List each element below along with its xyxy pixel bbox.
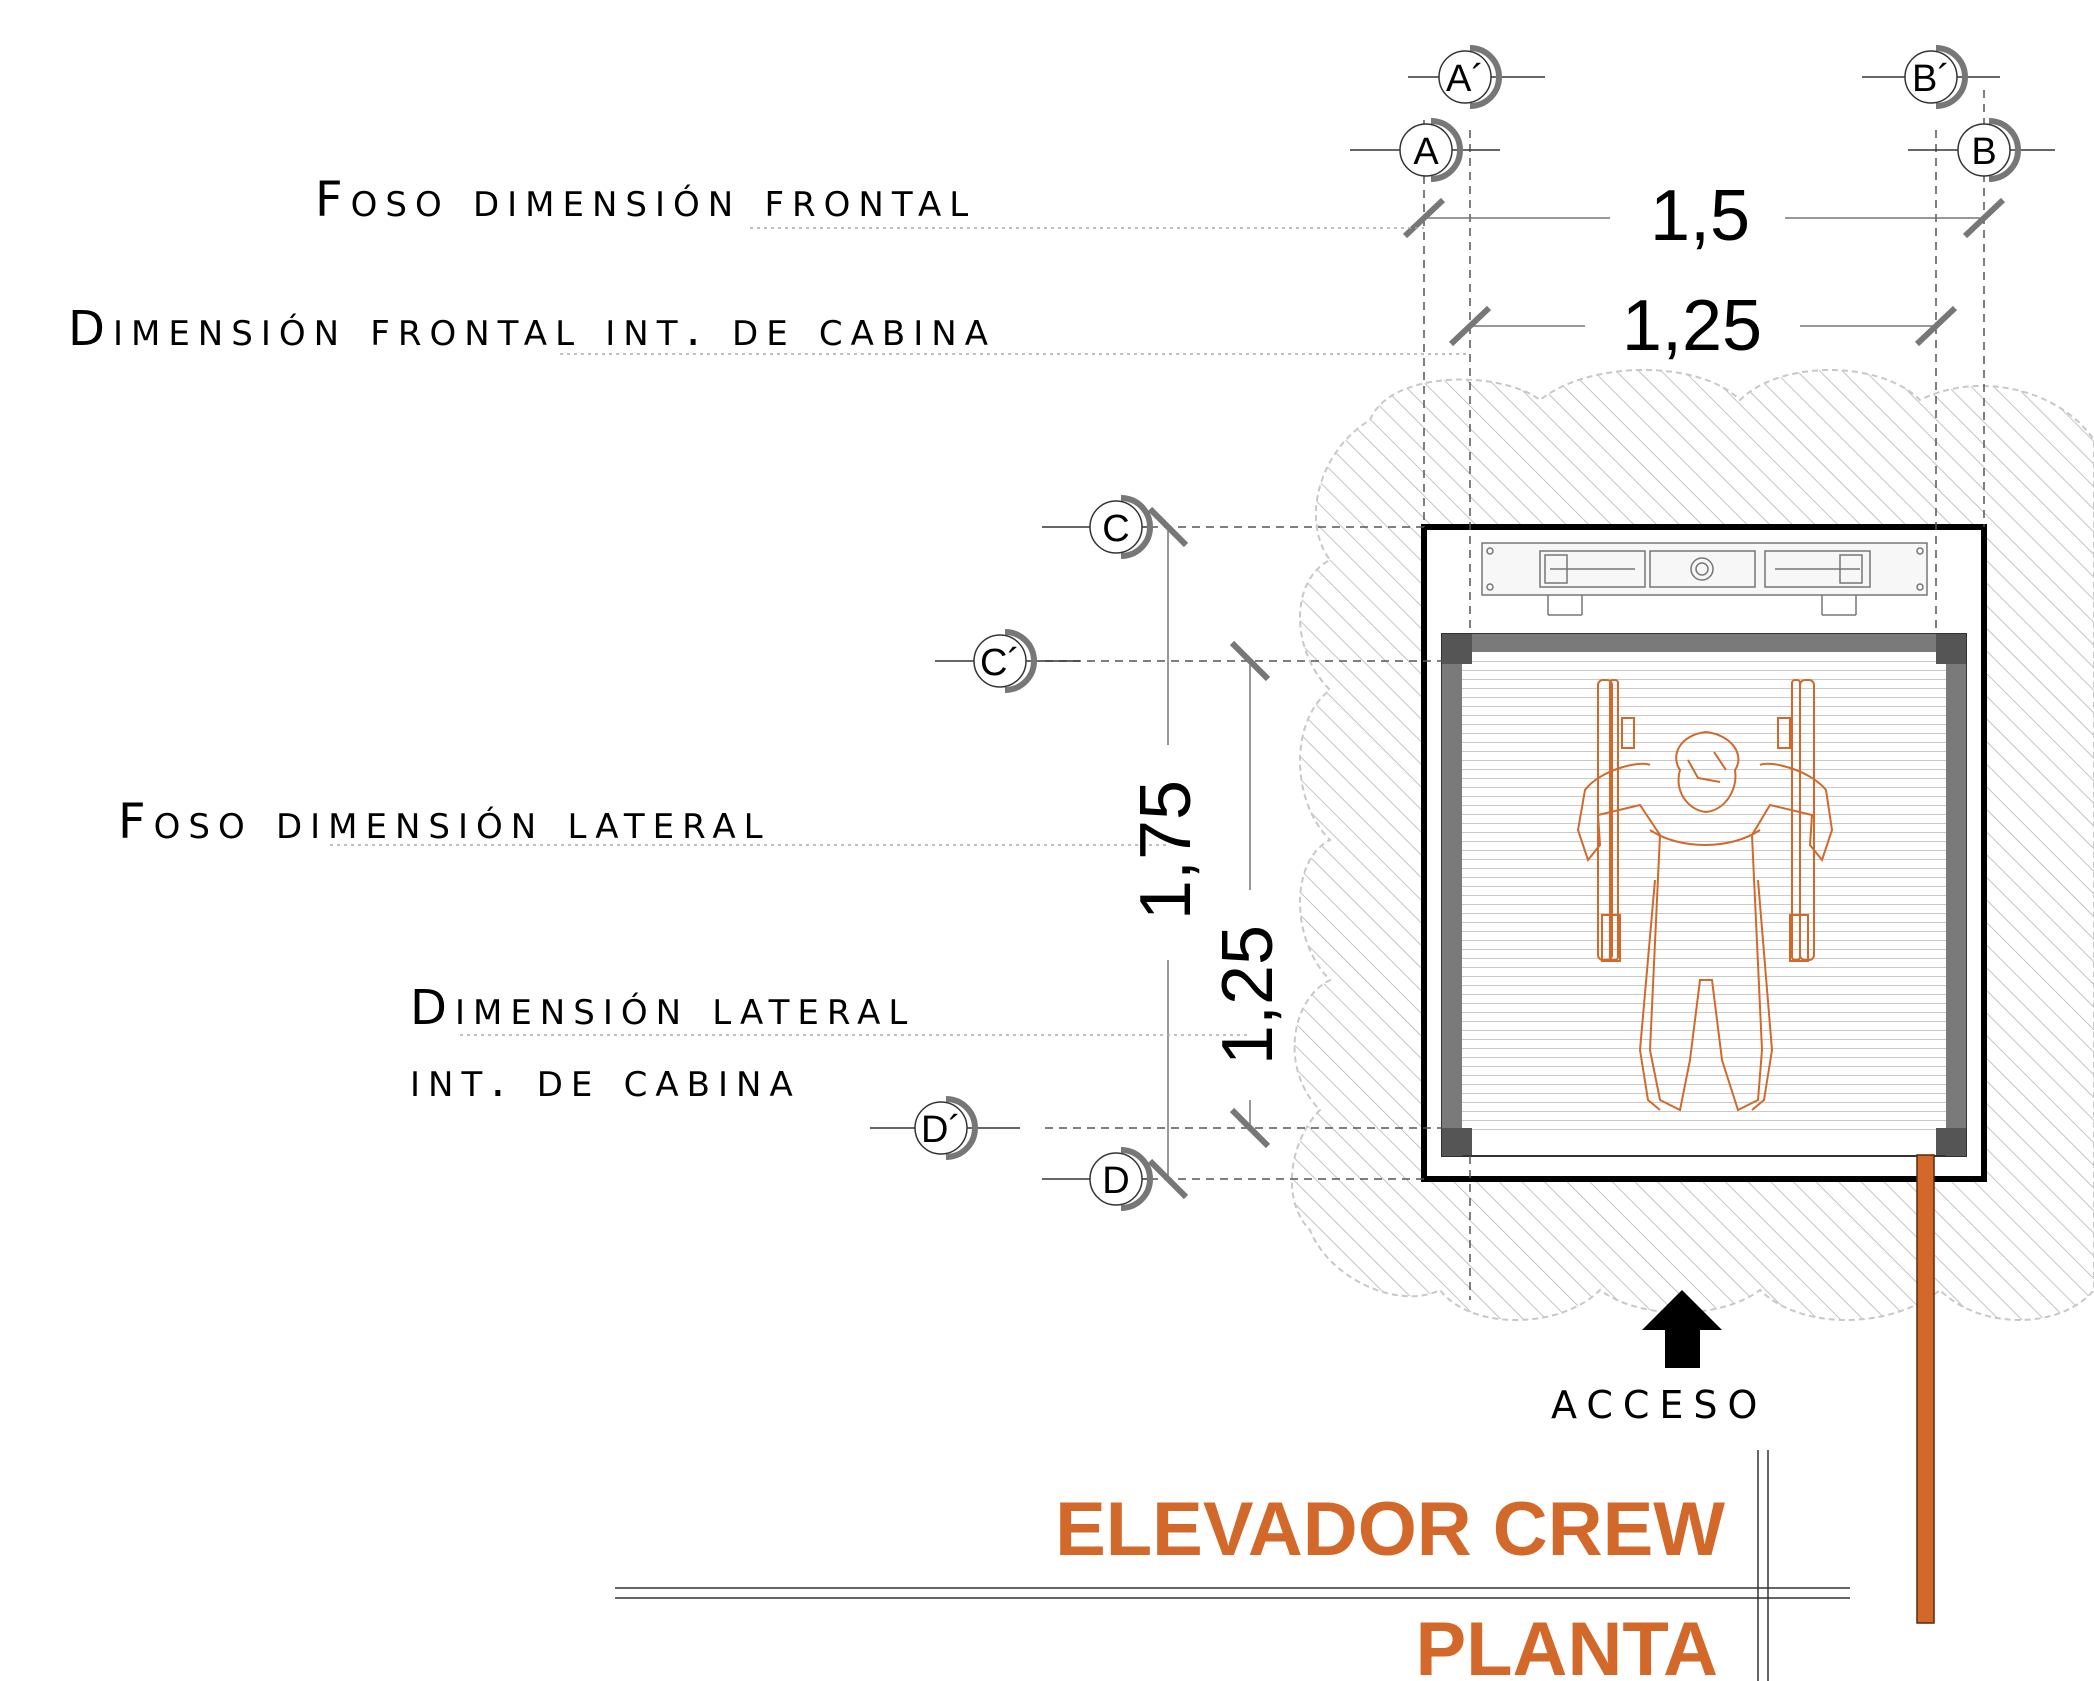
label-cabina-lateral-line2: int. de cabina xyxy=(410,1052,801,1108)
axis-label-b: B xyxy=(1971,131,1996,173)
door-mechanism xyxy=(1481,542,1928,616)
dimension-foso-lateral: 1,75 xyxy=(1126,780,1206,920)
title-planta: PLANTA xyxy=(1415,1607,1718,1681)
axis-marker-b-prime: B´ xyxy=(1862,45,2000,109)
leader-lines xyxy=(330,227,1470,1036)
axis-label-b-prime: B´ xyxy=(1912,58,1950,100)
wheelchair-user-figure xyxy=(1576,679,1834,1112)
axis-marker-c-prime: C´ xyxy=(935,629,1080,693)
axis-label-d: D xyxy=(1102,1160,1129,1202)
label-cabina-frontal: Dimensión frontal int. de cabina xyxy=(68,301,996,357)
title-separator xyxy=(615,1450,1850,1681)
axis-label-c: C xyxy=(1102,508,1129,550)
axis-label-a-prime: A´ xyxy=(1446,58,1484,100)
dimension-cabina-lateral: 1,25 xyxy=(1208,925,1288,1065)
axis-marker-a: A xyxy=(1350,118,1500,182)
axis-marker-d: D xyxy=(1042,1147,1153,1211)
door-bar xyxy=(1916,1154,1935,1624)
axis-marker-c: C xyxy=(1042,495,1153,559)
label-foso-lateral: Foso dimensión lateral xyxy=(118,794,771,850)
axis-label-c-prime: C´ xyxy=(980,642,1020,684)
access-arrow-icon xyxy=(1642,1290,1722,1368)
label-cabina-lateral-line1: Dimensión lateral xyxy=(410,980,915,1036)
dimension-ticks xyxy=(1147,197,2006,1200)
cabin-wall-top xyxy=(1442,634,1966,652)
label-foso-frontal: Foso dimensión frontal xyxy=(315,172,976,228)
axis-label-a: A xyxy=(1413,131,1439,173)
cabin-wall-right xyxy=(1946,634,1966,1156)
dimension-cabina-frontal: 1,25 xyxy=(1622,286,1762,366)
dimension-foso-frontal: 1,5 xyxy=(1650,176,1750,256)
label-acceso: ACCESO xyxy=(1551,1383,1767,1427)
elevator-cabin xyxy=(1441,633,1967,1157)
axis-marker-a-prime: A´ xyxy=(1408,45,1545,109)
axis-marker-b: B xyxy=(1908,118,2055,182)
axis-label-d-prime: D´ xyxy=(921,1109,961,1151)
cabin-wall-left xyxy=(1442,634,1462,1156)
title-elevador-crew: ELEVADOR CREW xyxy=(1055,1487,1725,1572)
dimension-lines xyxy=(1167,217,1984,1179)
axis-marker-d-prime: D´ xyxy=(870,1096,1020,1160)
